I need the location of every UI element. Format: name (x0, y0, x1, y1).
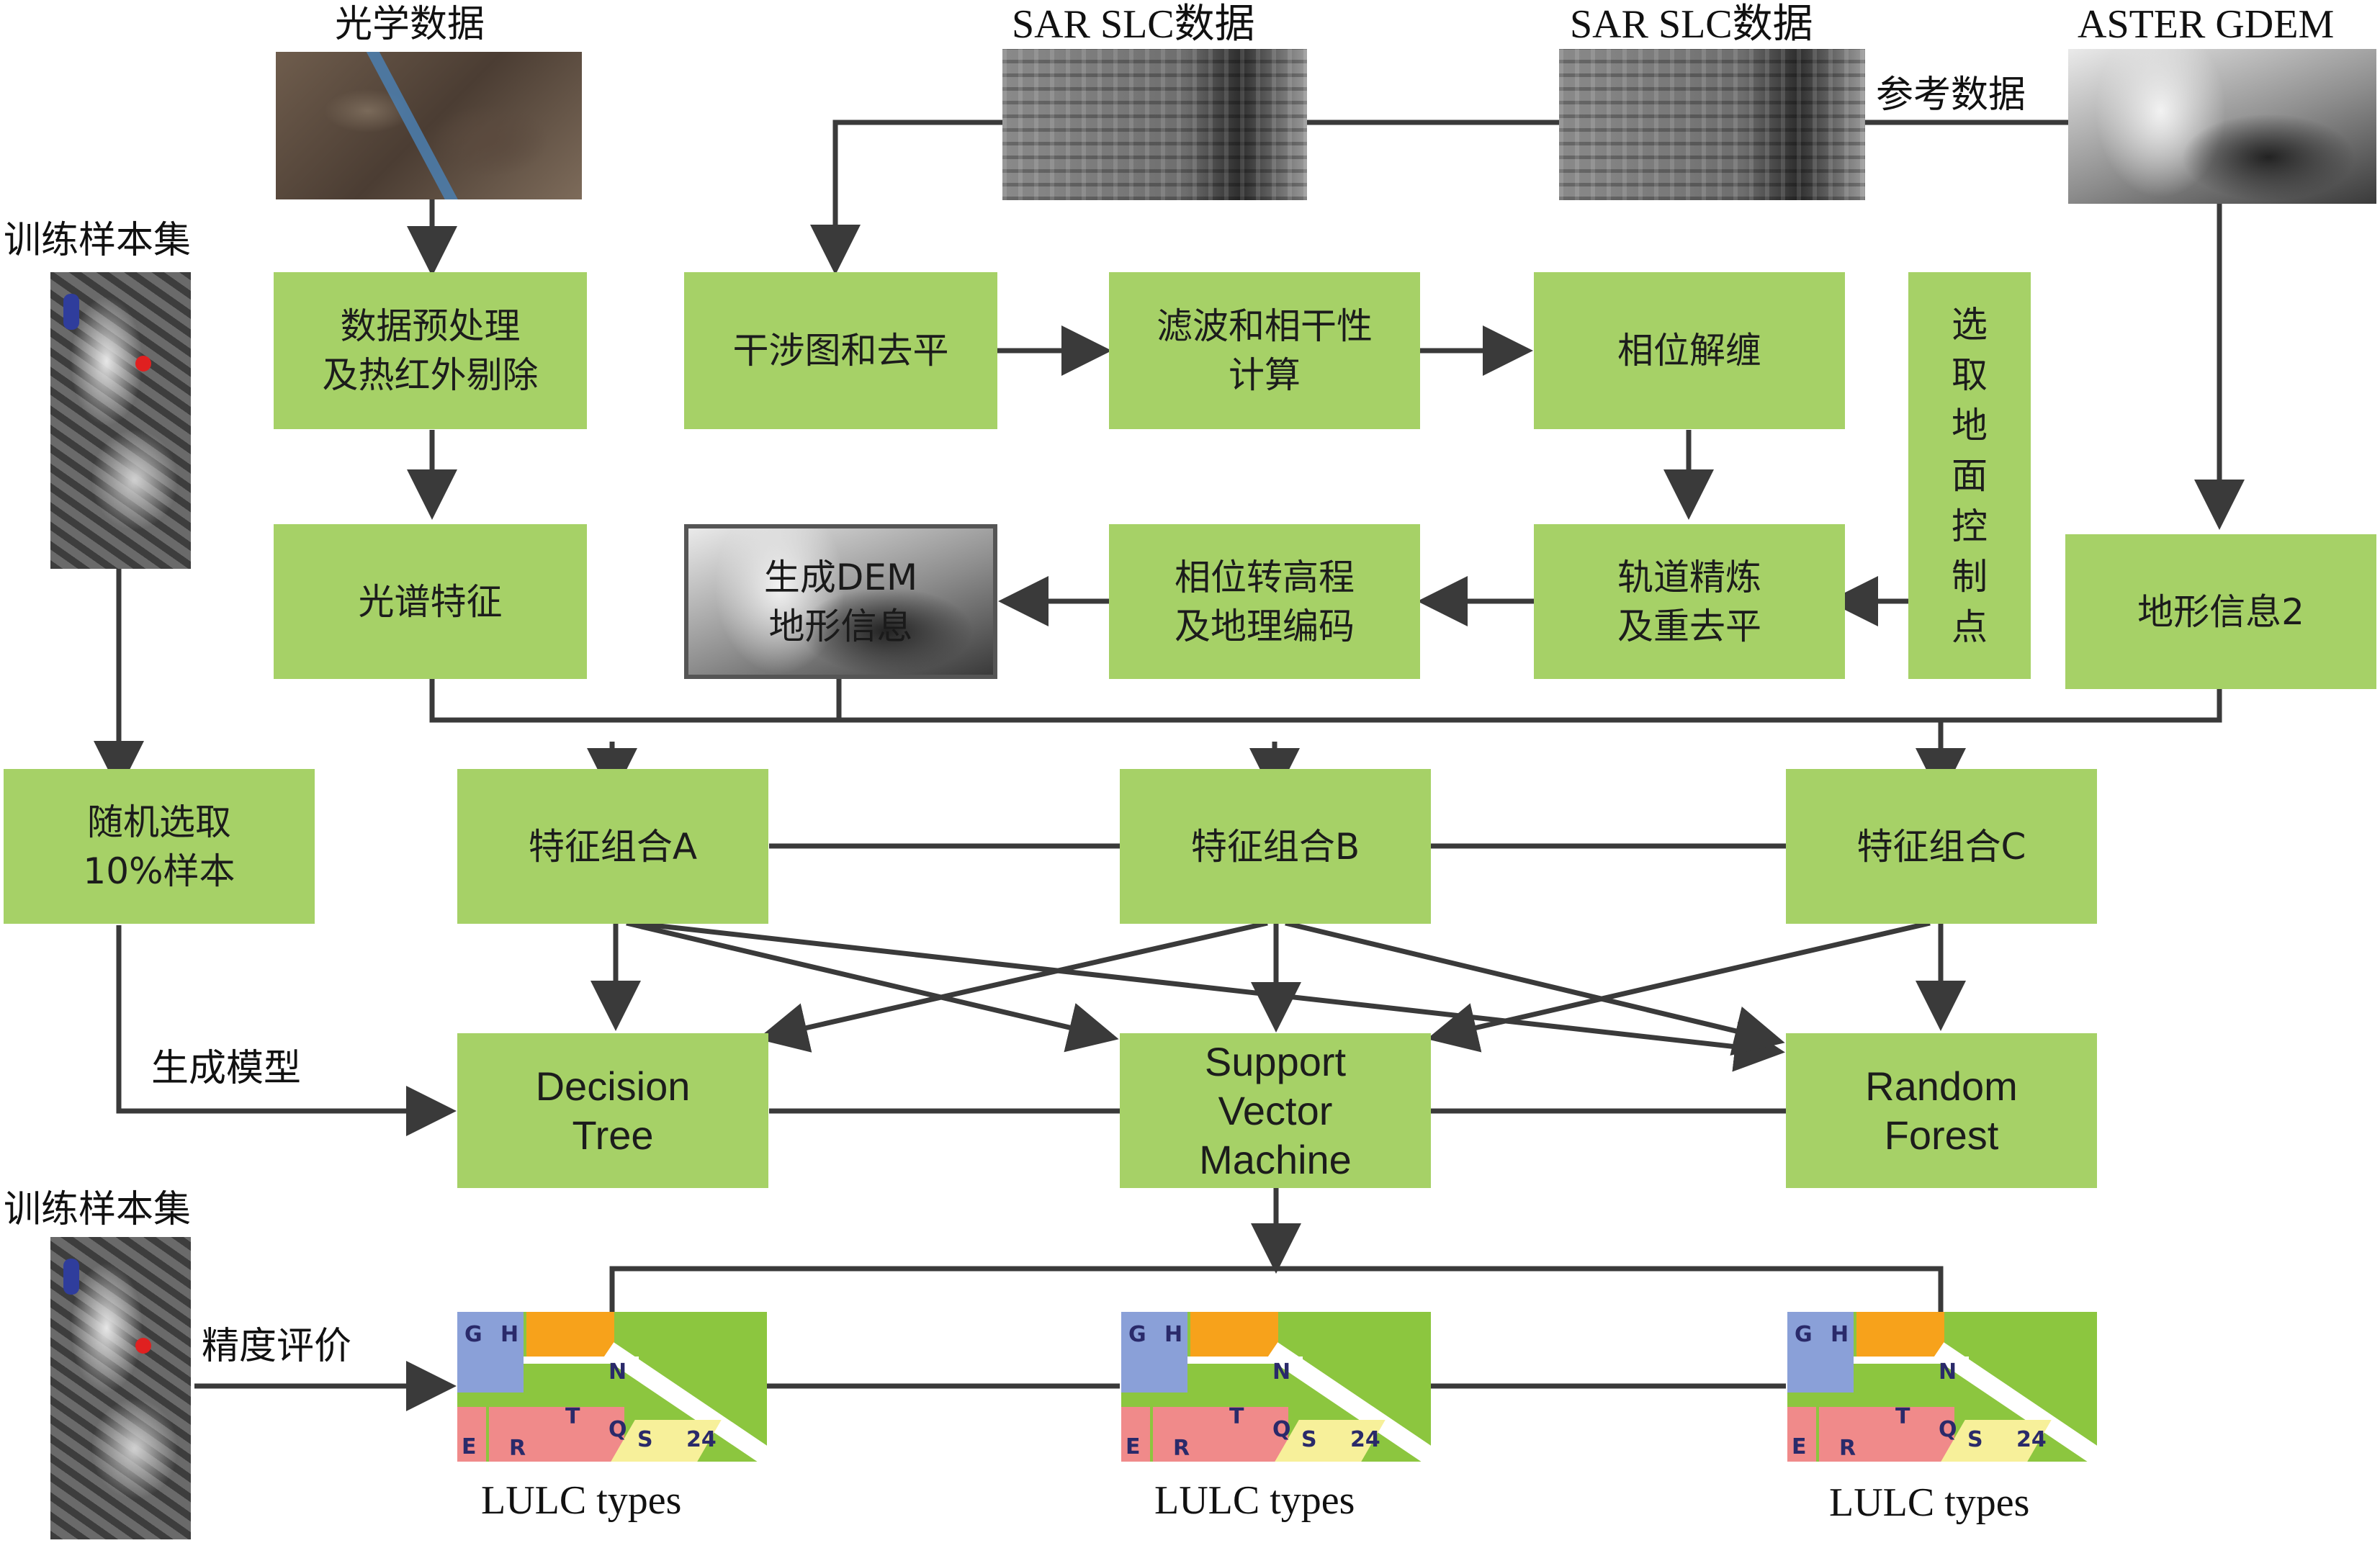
map-label: H (1831, 1322, 1849, 1347)
map-label: G (1795, 1322, 1813, 1347)
map-label: Q (1939, 1417, 1957, 1442)
arrow-b-dt (757, 920, 1268, 1053)
label-accuracy: 精度评价 (202, 1325, 352, 1368)
line-out-bracket (609, 1266, 1944, 1312)
label-sar1: SAR SLC数据 (1012, 2, 1255, 47)
lulc-map-1: G H N E R T Q S 24 (457, 1312, 767, 1462)
box-feature-b: 特征组合B (1120, 769, 1431, 924)
map-label: S (1967, 1427, 1983, 1452)
box-feature-a: 特征组合A (457, 769, 768, 924)
map-label: Q (609, 1417, 627, 1442)
training-image-bottom (50, 1237, 191, 1539)
box-gen-dem: 生成DEM 地形信息 (684, 524, 997, 679)
lulc-map-2: G H N E R T Q S 24 (1121, 1312, 1431, 1462)
box-orbit: 轨道精炼 及重去平 (1534, 524, 1845, 679)
label-aster: ASTER GDEM (2078, 2, 2335, 47)
arrow-b-rf (1285, 920, 1785, 1056)
label-train-top: 训练样本集 (4, 219, 192, 262)
training-image-top (50, 272, 191, 569)
label-optical: 光学数据 (335, 3, 485, 46)
gen-dem-text: 生成DEM 地形信息 (763, 556, 918, 647)
map-label: N (1272, 1359, 1291, 1385)
box-decision-tree: Decision Tree (457, 1033, 768, 1188)
map-label: E (1126, 1434, 1141, 1459)
map-label: 24 (1350, 1427, 1380, 1452)
map-label: T (1229, 1404, 1244, 1429)
map-label: H (1164, 1322, 1183, 1347)
sar-image-2 (1559, 49, 1865, 200)
map-label: R (509, 1436, 526, 1461)
box-terrain2: 地形信息2 (2065, 534, 2376, 689)
arrow-c-svm (1427, 920, 1931, 1053)
map-label: R (1173, 1436, 1190, 1461)
arrow-a-svm (626, 920, 1119, 1053)
map-label: S (637, 1427, 653, 1452)
line-sar-to-interfero (810, 120, 1002, 275)
map-label: 24 (2016, 1427, 2047, 1452)
map-label: S (1301, 1427, 1317, 1452)
box-spectral: 光谱特征 (274, 524, 587, 679)
map-label: N (1939, 1359, 1957, 1385)
box-geocode: 相位转高程 及地理编码 (1109, 524, 1420, 679)
arrow-random-dt (116, 925, 457, 1136)
label-sar2: SAR SLC数据 (1570, 2, 1813, 47)
label-lulc-3: LULC types (1829, 1480, 2030, 1525)
map-label: N (609, 1359, 627, 1385)
map-label: Q (1272, 1417, 1291, 1442)
box-interfero: 干涉图和去平 (684, 272, 997, 429)
sar-image-1 (1002, 49, 1307, 200)
box-random-forest: Random Forest (1786, 1033, 2097, 1188)
box-random: 随机选取 10%样本 (4, 769, 315, 924)
map-label: E (462, 1434, 477, 1459)
box-gcp: 选 取 地 面 控 制 点 (1908, 272, 2031, 679)
bus-terrain2 (1768, 689, 2222, 723)
box-svm: Support Vector Machine (1120, 1033, 1431, 1188)
map-label: G (464, 1322, 482, 1347)
map-label: 24 (686, 1427, 717, 1452)
optical-image (276, 52, 582, 199)
map-label: T (1895, 1404, 1910, 1429)
box-unwrap: 相位解缠 (1534, 272, 1845, 429)
box-filter: 滤波和相干性 计算 (1109, 272, 1420, 429)
label-lulc-2: LULC types (1154, 1478, 1355, 1523)
label-train-bottom: 训练样本集 (4, 1188, 192, 1231)
label-gen-model: 生成模型 (151, 1047, 302, 1090)
map-label: G (1128, 1322, 1146, 1347)
box-preprocess: 数据预处理 及热红外剔除 (274, 272, 587, 429)
map-label: T (565, 1404, 580, 1429)
aster-dem-image (2068, 49, 2376, 204)
label-lulc-1: LULC types (481, 1478, 682, 1523)
map-label: H (500, 1322, 519, 1347)
lulc-map-3: G H N E R T Q S 24 (1787, 1312, 2097, 1462)
bus-spectral (429, 678, 1768, 723)
box-feature-c: 特征组合C (1786, 769, 2097, 924)
arrow-a-rf (633, 920, 1785, 1072)
label-ref: 参考数据 (1876, 73, 2026, 117)
map-label: R (1839, 1436, 1856, 1461)
map-label: E (1792, 1434, 1807, 1459)
